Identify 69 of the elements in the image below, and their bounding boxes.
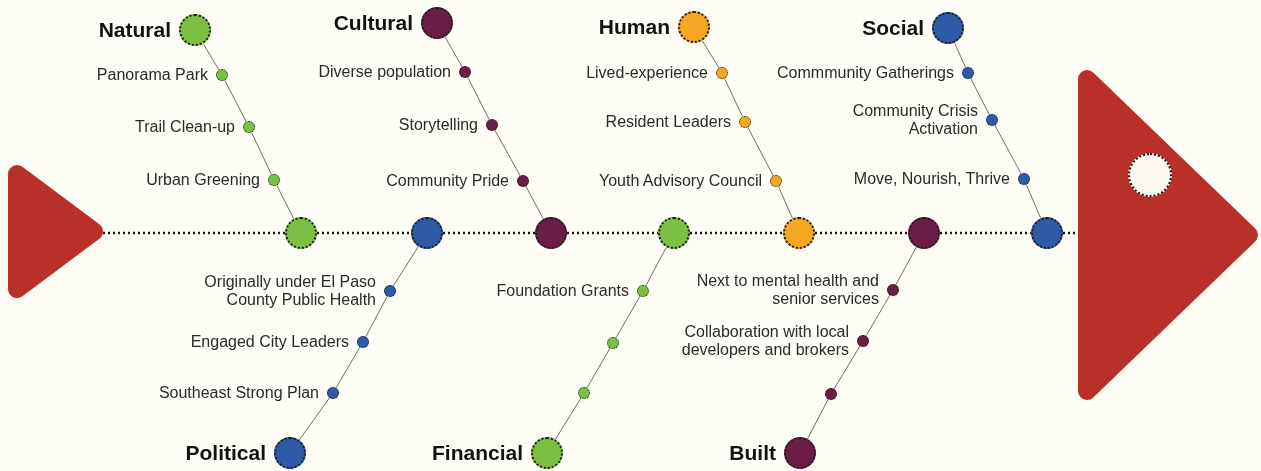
bone-line <box>994 124 1022 175</box>
bone-line <box>586 347 611 389</box>
dot-marker <box>825 388 837 400</box>
bone-line <box>251 131 272 176</box>
item-label: Diverse population <box>318 63 451 81</box>
spine-line <box>815 231 908 235</box>
category-label: Social <box>862 19 924 37</box>
item-label: Next to mental health and senior services <box>695 272 879 308</box>
spine-line <box>317 231 411 235</box>
item-label: Youth Advisory Council <box>598 172 762 190</box>
category-label: Political <box>185 444 266 462</box>
bone-line <box>777 186 794 219</box>
item-label: Storytelling <box>398 116 478 134</box>
junction-circle <box>535 217 567 249</box>
category-label: Built <box>729 444 776 462</box>
bone-line <box>224 79 247 123</box>
bone-line <box>724 77 743 118</box>
junction-circle <box>285 217 317 249</box>
item-label: Community Crisis Activation <box>851 102 978 138</box>
bone-line <box>525 185 544 220</box>
item-label: Lived-experience <box>586 64 708 82</box>
spine-line <box>690 231 783 235</box>
bone-line <box>895 246 917 286</box>
category-label: Natural <box>98 21 171 39</box>
dot-marker <box>578 387 590 399</box>
item-label: Southeast Strong Plan <box>158 384 319 402</box>
junction-circle <box>411 217 443 249</box>
junction-circle <box>908 217 940 249</box>
item-label: Panorama Park <box>96 66 208 84</box>
item-label: Move, Nourish, Thrive <box>853 170 1010 188</box>
bone-line <box>494 129 521 177</box>
spine-line <box>103 231 285 235</box>
junction-circle <box>783 217 815 249</box>
dot-marker <box>607 337 619 349</box>
bone-line <box>954 42 967 68</box>
category-label: Human <box>598 18 670 36</box>
bone-line <box>276 184 295 220</box>
bone-line <box>392 246 419 287</box>
category-label: Financial <box>431 444 523 462</box>
item-label: Originally under El Paso County Public Health <box>203 273 376 309</box>
item-label: Engaged City Leaders <box>190 333 349 351</box>
bone-line <box>747 126 774 177</box>
bone-line <box>444 36 463 68</box>
item-label: Trail Clean-up <box>135 118 235 136</box>
bone-line <box>1025 184 1042 219</box>
bone-line <box>645 246 667 287</box>
bone-line <box>806 398 829 440</box>
item-label: Foundation Grants <box>496 282 629 300</box>
bone-line <box>554 397 582 440</box>
bone-line <box>202 43 220 71</box>
bone-line <box>615 295 641 339</box>
spine-line <box>443 231 535 235</box>
bone-line <box>970 77 990 116</box>
junction-circle <box>658 217 690 249</box>
item-label: Urban Greening <box>146 171 260 189</box>
item-label: Commmunity Gatherings <box>777 64 954 82</box>
bone-line <box>335 346 361 389</box>
bone-line <box>701 40 720 69</box>
spine-line <box>1063 231 1078 235</box>
bone-line <box>467 76 490 121</box>
bone-line <box>298 397 330 441</box>
item-label: Collaboration with local developers and brokers <box>680 323 849 359</box>
item-label: Resident Leaders <box>605 113 731 131</box>
junction-circle <box>1031 217 1063 249</box>
item-label: Community Pride <box>386 172 509 190</box>
bone-line <box>833 345 861 390</box>
category-label: Cultural <box>333 14 413 32</box>
bone-line <box>365 295 388 338</box>
bone-line <box>865 294 891 337</box>
